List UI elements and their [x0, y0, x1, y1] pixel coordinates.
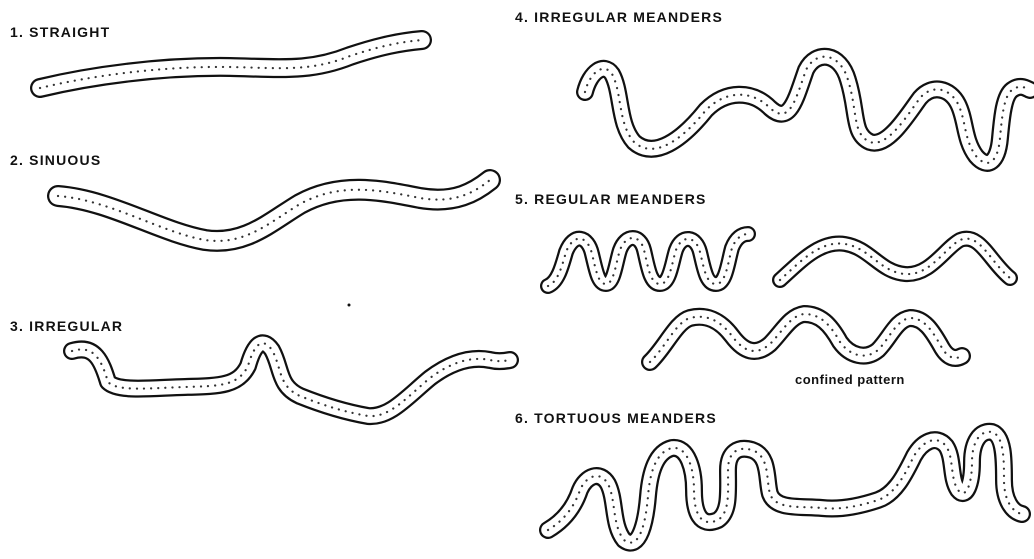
channel-irregular-meanders: [585, 57, 1030, 163]
channel-regular-meanders-tight: [548, 234, 748, 286]
label-sinuous: 2. SINUOUS: [10, 152, 101, 168]
label-irregular: 3. IRREGULAR: [10, 318, 123, 334]
label-straight: 1. STRAIGHT: [10, 24, 110, 40]
label-tortuous-meanders: 6. TORTUOUS MEANDERS: [515, 410, 717, 426]
channel-irregular: [72, 343, 510, 416]
label-irregular-meanders: 4. IRREGULAR MEANDERS: [515, 9, 723, 25]
channel-straight: [40, 40, 422, 88]
channel-sinuous: [58, 180, 490, 241]
label-confined-pattern: confined pattern: [795, 372, 905, 387]
stray-mark: [348, 304, 351, 307]
channel-tortuous-meanders: [548, 432, 1022, 543]
channel-regular-meanders-open: [780, 239, 1010, 280]
channel-irregular-outer: [72, 343, 510, 416]
label-regular-meanders: 5. REGULAR MEANDERS: [515, 191, 707, 207]
channel-tortuous-meanders-inner: [548, 432, 1022, 543]
channel-confined-pattern: [650, 314, 962, 362]
channel-straight-inner: [40, 40, 422, 88]
